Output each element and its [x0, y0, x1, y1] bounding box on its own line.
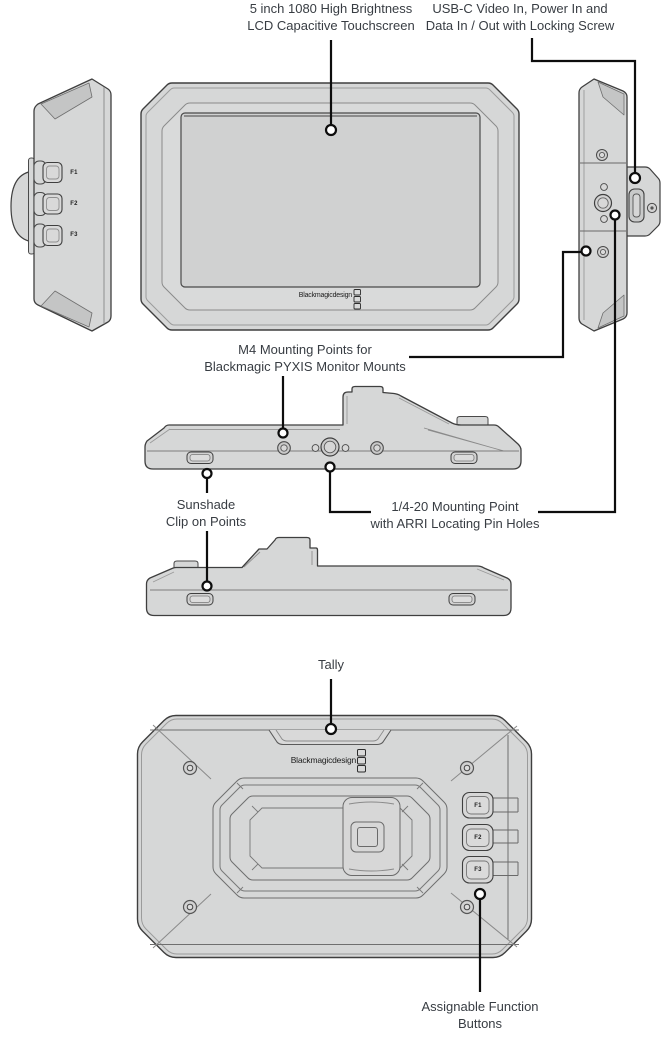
label-m4-line1: M4 Mounting Points for	[238, 342, 372, 357]
marker-sunshade-top	[201, 467, 213, 480]
label-sunshade-line1: Sunshade	[176, 497, 236, 512]
callout-lines	[205, 38, 637, 992]
arri-pin-hole	[341, 444, 350, 452]
callout-line-quarter-20-side	[538, 220, 617, 514]
label-touchscreen-line1: 5 inch 1080 High Brightness	[249, 1, 413, 16]
rear-f2-label: F2	[474, 835, 482, 841]
label-quarter-20: 1/4-20 Mounting Point with ARRI Locating…	[370, 498, 539, 532]
top-view	[144, 385, 522, 470]
tally-light	[268, 729, 392, 746]
stand-panel	[342, 797, 401, 876]
rear-f1-label: F1	[474, 802, 482, 809]
front-brand-logo: Blackmagicdesign	[298, 292, 352, 299]
rear-mount-recess	[212, 777, 448, 899]
label-assignable-line2: Buttons	[457, 1016, 503, 1031]
rear-logo-dots	[357, 749, 366, 773]
marker-tally	[324, 722, 338, 736]
label-sunshade-line2: Clip on Points	[165, 514, 247, 529]
side-f3-label: F3	[70, 232, 78, 238]
callout-line-quarter-20-top	[328, 471, 371, 514]
label-assignable-line1: Assignable Function	[421, 999, 539, 1014]
lcd-screen	[180, 112, 481, 288]
side-f2-label: F2	[70, 201, 78, 207]
right-side-view	[578, 78, 661, 332]
rear-f3-label: F3	[474, 867, 482, 873]
front-view	[140, 82, 520, 331]
label-usb-c: USB-C Video In, Power In and Data In / O…	[426, 0, 615, 34]
label-m4-line2: Blackmagic PYXIS Monitor Mounts	[204, 359, 406, 374]
marker-sunshade-bottom	[201, 580, 213, 592]
marker-assignable	[473, 887, 487, 901]
label-tally: Tally	[318, 656, 344, 673]
label-tally-line1: Tally	[317, 657, 345, 672]
front-logo-dots	[353, 289, 361, 310]
label-usb-c-line1: USB-C Video In, Power In and	[432, 1, 608, 16]
callout-line-usb-c	[530, 38, 637, 173]
label-m4-mounts: M4 Mounting Points for Blackmagic PYXIS …	[204, 341, 406, 375]
marker-m4-top	[277, 427, 289, 439]
label-assignable: Assignable Function Buttons	[421, 998, 538, 1032]
label-touchscreen-line2: LCD Capacitive Touchscreen	[247, 18, 415, 33]
label-quarter-20-line1: 1/4-20 Mounting Point	[391, 499, 519, 514]
side-f1-label: F1	[70, 170, 78, 176]
arri-pin-hole	[311, 444, 320, 452]
label-sunshade: Sunshade Clip on Points	[166, 496, 246, 530]
left-side-view	[10, 78, 112, 332]
rear-view	[136, 714, 533, 959]
corner-screws	[182, 760, 475, 915]
bottom-view	[145, 536, 512, 617]
callout-line-m4-side	[409, 250, 581, 359]
marker-quarter-20-top	[324, 461, 336, 473]
label-touchscreen: 5 inch 1080 High Brightness LCD Capaciti…	[247, 0, 414, 34]
callout-markers	[201, 123, 642, 901]
label-usb-c-line2: Data In / Out with Locking Screw	[425, 18, 615, 33]
marker-touchscreen	[324, 123, 338, 137]
marker-usb-c	[628, 171, 642, 185]
side-function-buttons	[33, 160, 63, 248]
marker-m4-side	[580, 245, 592, 257]
marker-quarter-20-side	[609, 209, 621, 221]
rear-brand-logo: Blackmagicdesign	[290, 755, 357, 765]
label-quarter-20-line2: with ARRI Locating Pin Holes	[370, 516, 540, 531]
rear-function-buttons	[461, 791, 519, 884]
